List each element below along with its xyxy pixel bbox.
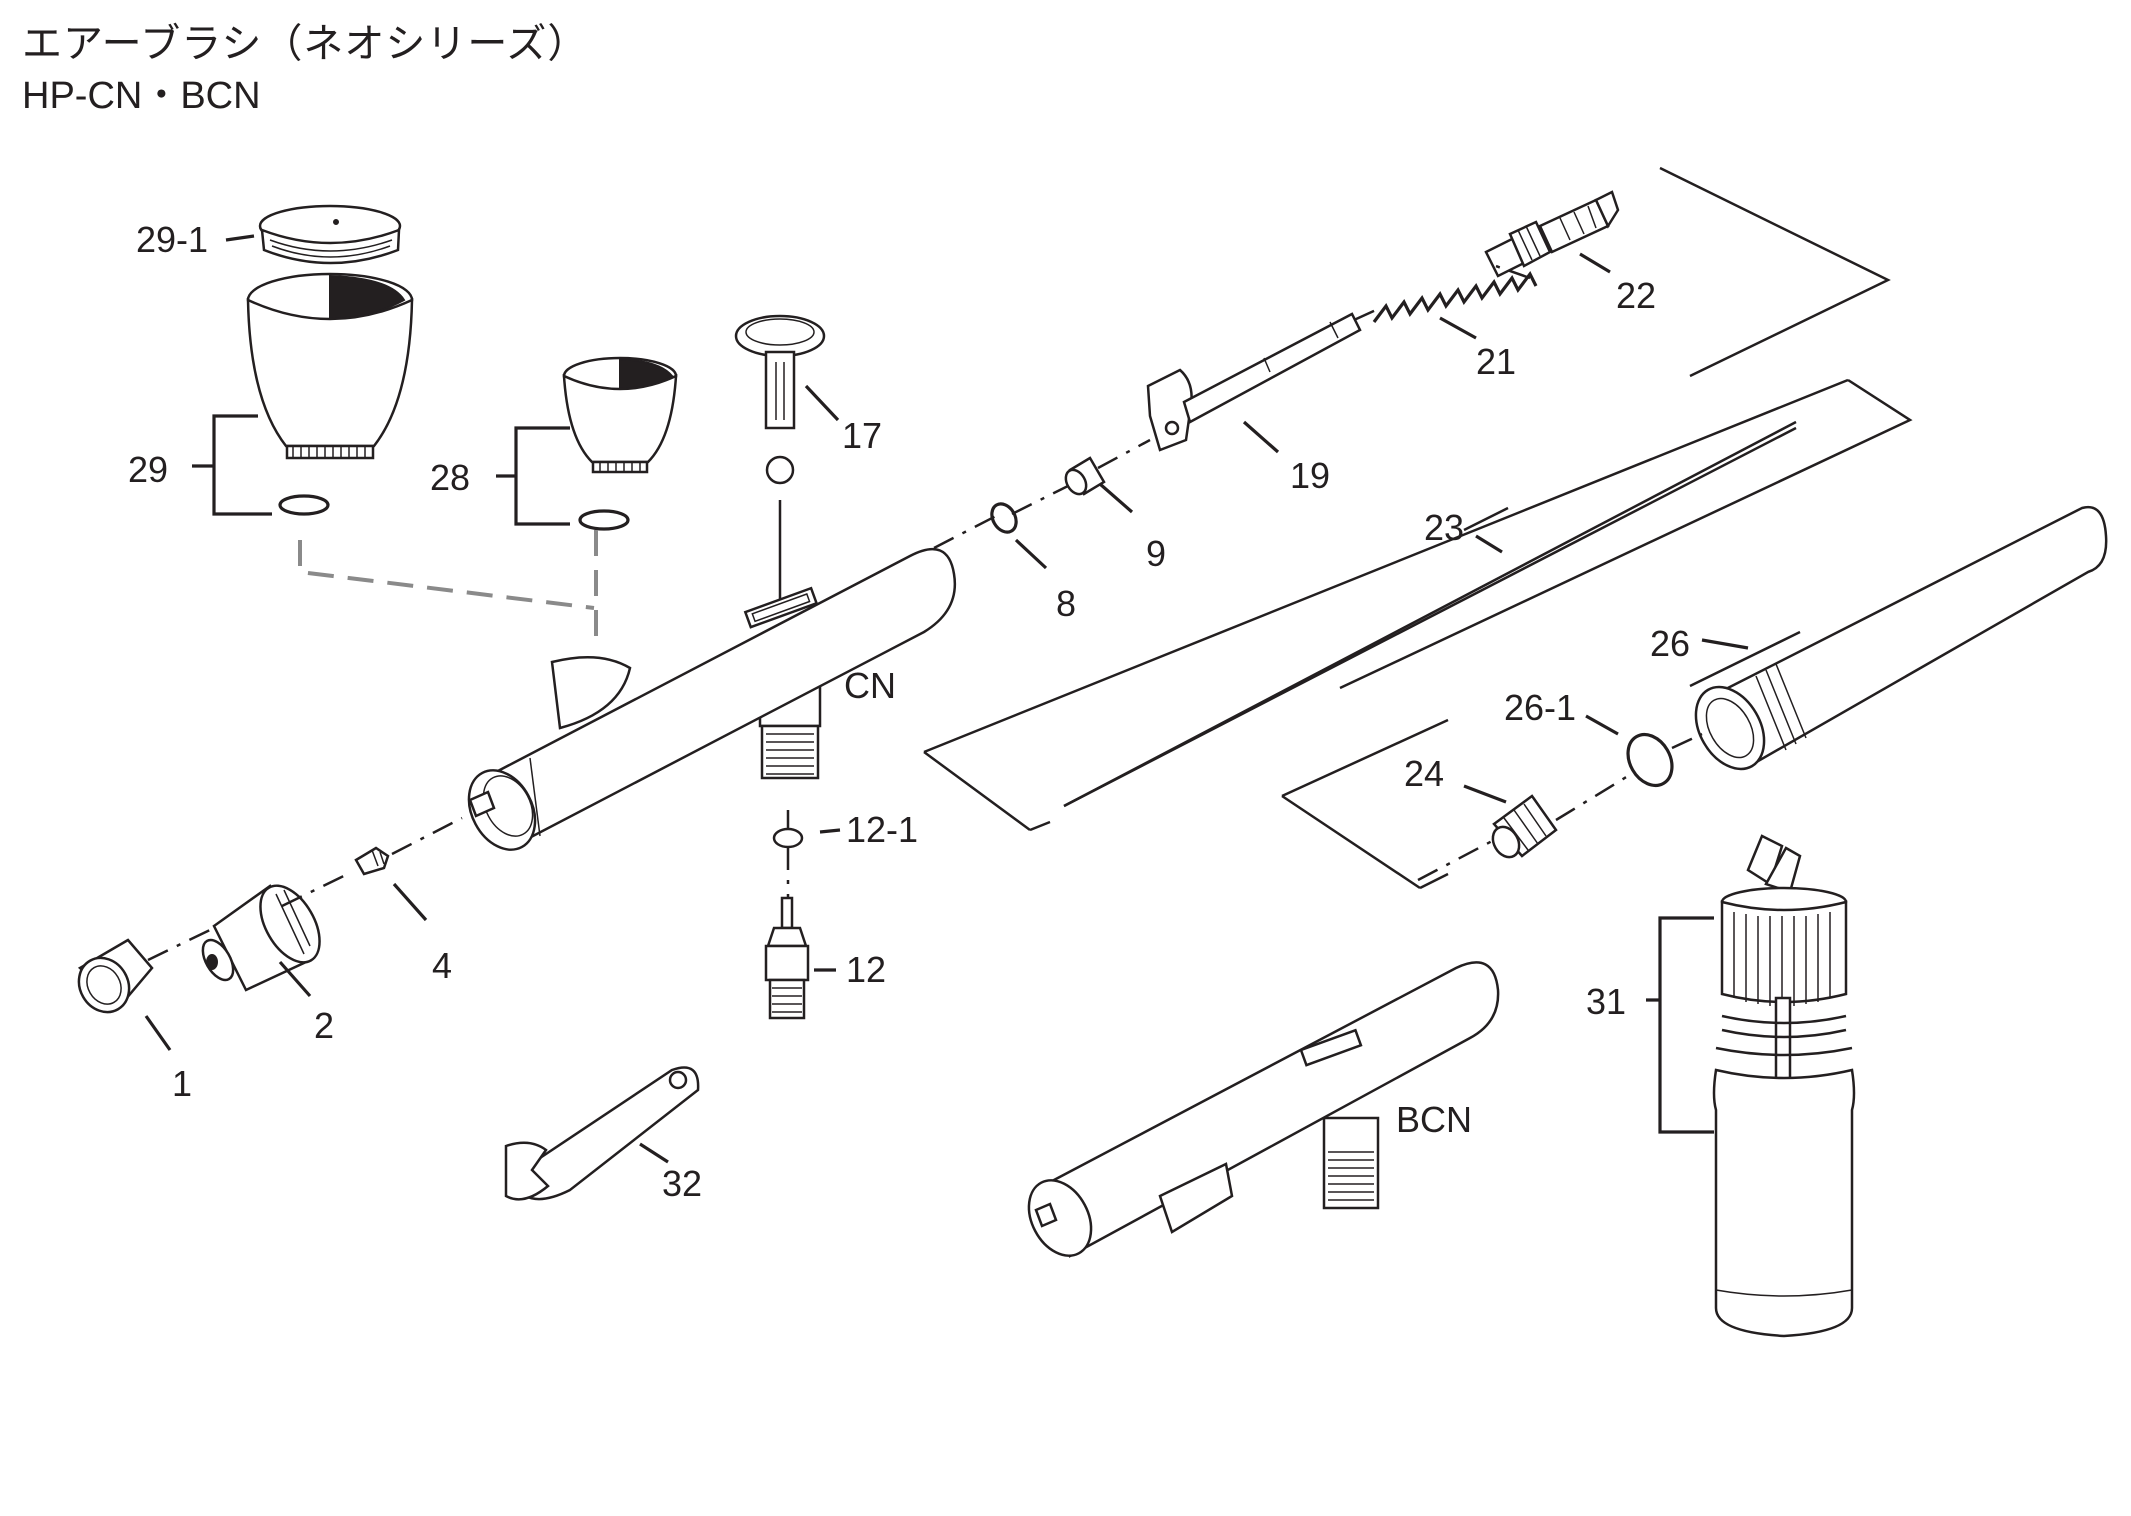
label-19: 19 [1290,455,1330,496]
needle-plane-outline [923,378,1913,832]
part-21-spring [1372,270,1538,323]
label-22: 22 [1616,275,1656,316]
label-28: 28 [430,457,470,498]
diagram-title: エアーブラシ（ネオシリーズ） [22,21,589,67]
part-32-wrench [504,1066,700,1201]
part-12-air-valve [764,896,810,1020]
label-21: 21 [1476,341,1516,382]
label-12-1: 12-1 [846,809,918,850]
part-31-bottle [1712,834,1856,1338]
airbrush-body-bcn [1027,961,1500,1258]
label-29-1: 29-1 [136,219,208,260]
label-26-1: 26-1 [1504,687,1576,728]
label-4: 4 [432,945,452,986]
label-24: 24 [1404,753,1444,794]
label-2: 2 [314,1005,334,1046]
label-32: 32 [662,1163,702,1204]
assembly-line-front [147,816,463,962]
cup-connector-line [298,530,598,640]
part-9-needle-guide [1064,456,1106,496]
label-17: 17 [842,415,882,456]
part-19-needle-chucking [1146,312,1362,452]
part-26-1-o-ring [1626,732,1674,788]
part-29-large-cup [246,272,414,516]
part-1-nozzle-cap [77,938,154,1014]
part-26-handle [1694,505,2108,771]
label-8: 8 [1056,583,1076,624]
label-31: 31 [1586,981,1626,1022]
model-name: HP-CN・BCN [22,75,261,117]
label-12: 12 [846,949,886,990]
label-23: 23 [1424,507,1464,548]
handle-plane-outline [1281,630,1801,890]
part-28-small-cup [562,356,678,531]
label-variant-cn: CN [844,665,896,706]
label-9: 9 [1146,533,1166,574]
label-26: 26 [1650,623,1690,664]
rear-assembly-plane-outline [1463,166,1891,532]
label-29: 29 [128,449,168,490]
title-block: エアーブラシ（ネオシリーズ） HP-CN・BCN [22,18,588,122]
leader-lines [144,234,1749,1164]
assembly-line-rear [933,262,1531,550]
label-variant-bcn: BCN [1396,1099,1472,1140]
part-12-1-o-ring [772,827,804,849]
part-17-trigger-lever [734,314,826,485]
label-1: 1 [172,1063,192,1104]
part-29-1-cup-lid [258,204,402,265]
assembly-line-handle [1417,732,1703,882]
part-labels: 29-1 29 28 17 22 21 19 9 8 23 26 26-1 24… [128,219,1690,1204]
airbrush-body-cn [467,547,957,851]
part-4-nozzle [354,846,390,876]
part-24-tail-fitting [1491,794,1558,859]
